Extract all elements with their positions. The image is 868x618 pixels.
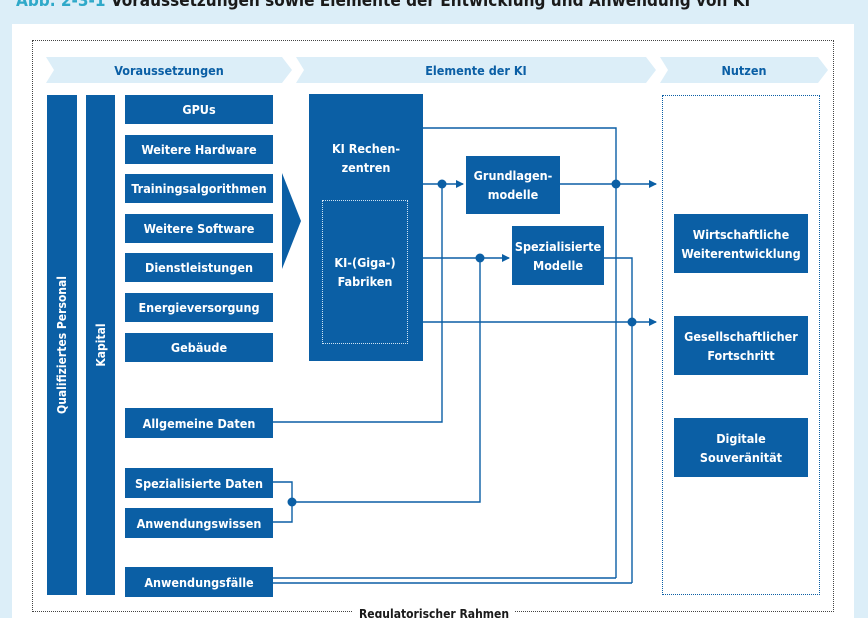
footer-label: Regulatorischer Rahmen bbox=[352, 607, 516, 618]
line-spezialdaten-up bbox=[292, 258, 481, 503]
box-gpus: GPUs bbox=[125, 95, 273, 124]
box-energieversorgung: Energieversorgung bbox=[125, 293, 273, 322]
box-digitale-souveraenitaet: Digitale Souveränität bbox=[674, 418, 808, 477]
box-wirtschaftliche-weiterentwicklung: Wirtschaftliche Weiterentwicklung bbox=[674, 214, 808, 273]
box-ki-rechenzentren bbox=[309, 94, 423, 361]
line-spezial-out bbox=[604, 257, 633, 583]
header-nutzen: Nutzen bbox=[660, 57, 828, 83]
box-weitere-hardware: Weitere Hardware bbox=[125, 135, 273, 164]
box-trainingsalgorithmen: Trainingsalgorithmen bbox=[125, 174, 273, 203]
figure-caption: Abb. 2-3-1 Voraussetzungen sowie Element… bbox=[16, 0, 750, 11]
box-gesellschaftlicher-fortschritt: Gesellschaftlicher Fortschritt bbox=[674, 316, 808, 375]
dot-grundlagen-out bbox=[611, 179, 621, 189]
box-anwendungsfaelle: Anwendungsfälle bbox=[125, 567, 273, 597]
line-allgemeine-daten bbox=[273, 184, 443, 423]
box-anwendungswissen: Anwendungswissen bbox=[125, 508, 273, 538]
dot-fabriken-bottom bbox=[627, 317, 637, 327]
sidebar-qualifiziertes-personal: Qualifiziertes Personal bbox=[47, 95, 77, 595]
line-rechenzentren-top bbox=[423, 127, 617, 578]
box-dienstleistungen: Dienstleistungen bbox=[125, 253, 273, 282]
dot-spezialdaten bbox=[287, 497, 297, 507]
box-gebaeude: Gebäude bbox=[125, 333, 273, 362]
box-spezialisierte-daten: Spezialisierte Daten bbox=[125, 468, 273, 498]
box-spezialisierte-modelle: Spezialisierte Modelle bbox=[512, 226, 604, 285]
box-weitere-software: Weitere Software bbox=[125, 214, 273, 243]
header-voraussetzungen: Voraussetzungen bbox=[46, 57, 292, 83]
label-ki-rechenzentren: KI Rechen- zentren bbox=[331, 141, 401, 175]
dot-fabriken-grundlagen bbox=[437, 179, 447, 189]
header-elemente: Elemente der KI bbox=[296, 57, 656, 83]
box-grundlagenmodelle: Grundlagen- modelle bbox=[466, 156, 560, 214]
box-ki-fabriken bbox=[322, 200, 408, 344]
nutzen-container bbox=[662, 95, 820, 595]
sidebar-kapital: Kapital bbox=[86, 95, 115, 595]
caption-label: Abb. 2-3-1 bbox=[16, 0, 106, 11]
caption-text: Voraussetzungen sowie Elemente der Entwi… bbox=[110, 0, 751, 11]
regulatory-footer: Regulatorischer Rahmen bbox=[0, 603, 868, 618]
dot-fabriken-spezial bbox=[475, 253, 485, 263]
label-ki-fabriken: KI-(Giga-) Fabriken bbox=[334, 255, 396, 289]
box-allgemeine-daten: Allgemeine Daten bbox=[125, 408, 273, 438]
